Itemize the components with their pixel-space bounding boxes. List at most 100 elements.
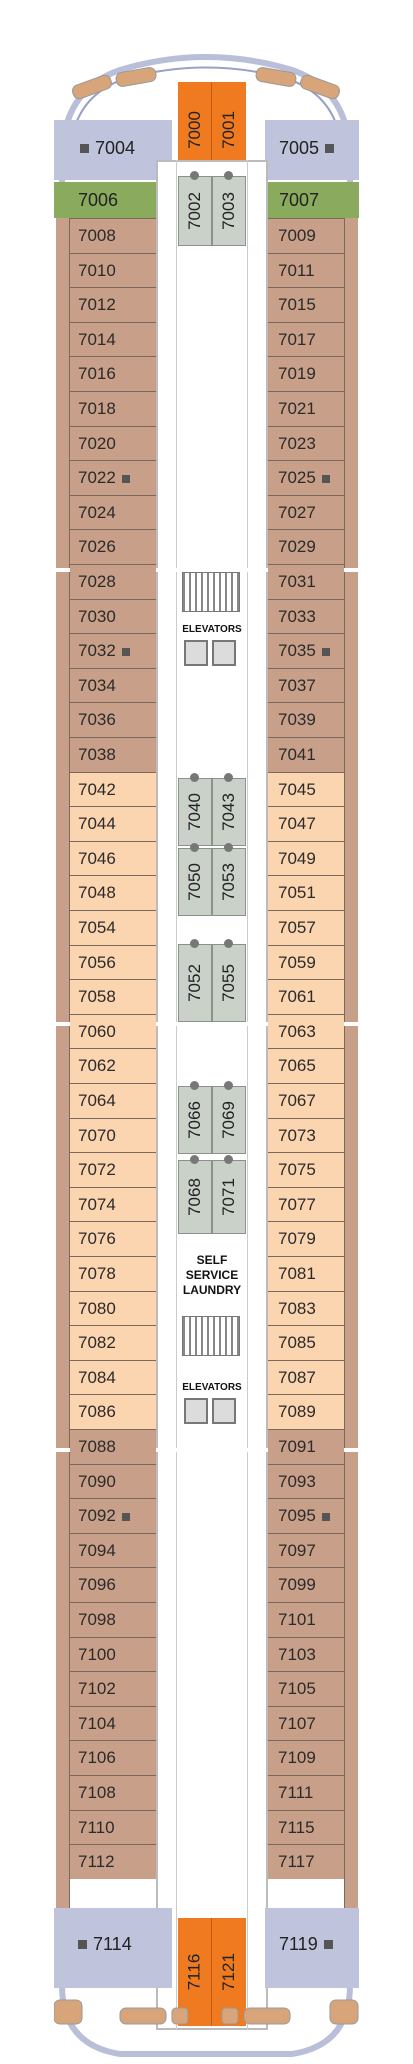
- cabin-7095[interactable]: 7095: [268, 1498, 344, 1533]
- cabin-7070[interactable]: 7070: [70, 1117, 156, 1153]
- cabin-7107[interactable]: 7107: [268, 1705, 344, 1741]
- cabin-7079[interactable]: 7079: [268, 1221, 344, 1256]
- cabin-7082[interactable]: 7082: [70, 1325, 156, 1360]
- cabin-7085[interactable]: 7085: [268, 1325, 344, 1360]
- cabin-7099[interactable]: 7099: [268, 1567, 344, 1602]
- cabin-7111[interactable]: 7111: [268, 1775, 344, 1810]
- cabin-7032[interactable]: 7032: [70, 633, 156, 668]
- suite-7006[interactable]: 7006: [54, 182, 172, 218]
- cabin-7046[interactable]: 7046: [70, 840, 156, 876]
- cabin-7010[interactable]: 7010: [70, 252, 156, 288]
- interior-cabin[interactable]: 7052: [178, 944, 212, 1022]
- cabin-7034[interactable]: 7034: [70, 667, 156, 703]
- cabin-7110[interactable]: 7110: [70, 1809, 156, 1845]
- cabin-7072[interactable]: 7072: [70, 1152, 156, 1187]
- interior-cabin[interactable]: 7043: [212, 778, 246, 846]
- cabin-7112[interactable]: 7112: [70, 1844, 156, 1879]
- cabin-7115[interactable]: 7115: [268, 1809, 344, 1845]
- cabin-7084[interactable]: 7084: [70, 1359, 156, 1395]
- cabin-7030[interactable]: 7030: [70, 598, 156, 634]
- cabin-7090[interactable]: 7090: [70, 1463, 156, 1499]
- cabin-7051[interactable]: 7051: [268, 875, 344, 910]
- cabin-7054[interactable]: 7054: [70, 910, 156, 945]
- cabin-7033[interactable]: 7033: [268, 598, 344, 634]
- cabin-7081[interactable]: 7081: [268, 1256, 344, 1291]
- cabin-7039[interactable]: 7039: [268, 702, 344, 737]
- cabin-7047[interactable]: 7047: [268, 806, 344, 841]
- cabin-7042[interactable]: 7042: [70, 771, 156, 807]
- cabin-7097[interactable]: 7097: [268, 1532, 344, 1568]
- cabin-7011[interactable]: 7011: [268, 252, 344, 288]
- cabin-7008[interactable]: 7008: [70, 218, 156, 253]
- cabin-7089[interactable]: 7089: [268, 1394, 344, 1429]
- cabin-7024[interactable]: 7024: [70, 494, 156, 530]
- cabin-7087[interactable]: 7087: [268, 1359, 344, 1395]
- cabin-7076[interactable]: 7076: [70, 1221, 156, 1256]
- cabin-7018[interactable]: 7018: [70, 391, 156, 426]
- suite-7005[interactable]: 7005: [265, 120, 359, 180]
- cabin-7109[interactable]: 7109: [268, 1740, 344, 1775]
- interior-cabin[interactable]: 7068: [178, 1160, 212, 1234]
- cabin-7060[interactable]: 7060: [70, 1013, 156, 1049]
- cabin-7038[interactable]: 7038: [70, 737, 156, 772]
- cabin-7088[interactable]: 7088: [70, 1429, 156, 1464]
- cabin-7108[interactable]: 7108: [70, 1775, 156, 1810]
- cabin-7103[interactable]: 7103: [268, 1636, 344, 1672]
- suite-7007[interactable]: 7007: [265, 182, 359, 218]
- cabin-7027[interactable]: 7027: [268, 494, 344, 530]
- cabin-7074[interactable]: 7074: [70, 1186, 156, 1222]
- cabin-7028[interactable]: 7028: [70, 564, 156, 599]
- cabin-7044[interactable]: 7044: [70, 806, 156, 841]
- suite-7004[interactable]: 7004: [54, 120, 172, 180]
- cabin-7102[interactable]: 7102: [70, 1671, 156, 1706]
- cabin-7093[interactable]: 7093: [268, 1463, 344, 1499]
- cabin-7092[interactable]: 7092: [70, 1498, 156, 1533]
- cabin-7014[interactable]: 7014: [70, 321, 156, 357]
- cabin-7061[interactable]: 7061: [268, 979, 344, 1014]
- cabin-7104[interactable]: 7104: [70, 1705, 156, 1741]
- interior-cabin[interactable]: 7055: [212, 944, 246, 1022]
- interior-cabin[interactable]: 7066: [178, 1086, 212, 1154]
- cabin-7031[interactable]: 7031: [268, 564, 344, 599]
- cabin-7012[interactable]: 7012: [70, 287, 156, 322]
- interior-cabin[interactable]: 7069: [212, 1086, 246, 1154]
- cabin-7105[interactable]: 7105: [268, 1671, 344, 1706]
- cabin-7019[interactable]: 7019: [268, 356, 344, 391]
- cabin-7022[interactable]: 7022: [70, 460, 156, 495]
- cabin-7029[interactable]: 7029: [268, 529, 344, 564]
- cabin-7117[interactable]: 7117: [268, 1844, 344, 1879]
- cabin-7020[interactable]: 7020: [70, 425, 156, 461]
- cabin-7086[interactable]: 7086: [70, 1394, 156, 1429]
- interior-cabin[interactable]: 7071: [212, 1160, 246, 1234]
- cabin-7100[interactable]: 7100: [70, 1636, 156, 1672]
- cabin-7078[interactable]: 7078: [70, 1256, 156, 1291]
- interior-cabin[interactable]: 7050: [178, 848, 212, 916]
- cabin-7035[interactable]: 7035: [268, 633, 344, 668]
- cabin-7016[interactable]: 7016: [70, 356, 156, 391]
- cabin-7098[interactable]: 7098: [70, 1602, 156, 1637]
- cabin-7059[interactable]: 7059: [268, 944, 344, 980]
- suite-7114[interactable]: 7114: [54, 1908, 172, 1988]
- cabin-7091[interactable]: 7091: [268, 1429, 344, 1464]
- cabin-7021[interactable]: 7021: [268, 391, 344, 426]
- cabin-7058[interactable]: 7058: [70, 979, 156, 1014]
- cabin-7057[interactable]: 7057: [268, 910, 344, 945]
- interior-cabin[interactable]: 7040: [178, 778, 212, 846]
- cabin-7015[interactable]: 7015: [268, 287, 344, 322]
- cabin-7080[interactable]: 7080: [70, 1290, 156, 1326]
- cabin-7096[interactable]: 7096: [70, 1567, 156, 1602]
- cabin-7048[interactable]: 7048: [70, 875, 156, 910]
- interior-cabin[interactable]: 7003: [212, 176, 246, 246]
- cabin-7073[interactable]: 7073: [268, 1117, 344, 1153]
- cabin-7106[interactable]: 7106: [70, 1740, 156, 1775]
- cabin-7045[interactable]: 7045: [268, 771, 344, 807]
- cabin-7064[interactable]: 7064: [70, 1083, 156, 1118]
- cabin-7037[interactable]: 7037: [268, 667, 344, 703]
- cabin-7062[interactable]: 7062: [70, 1048, 156, 1083]
- cabin-7036[interactable]: 7036: [70, 702, 156, 737]
- interior-cabin[interactable]: 7053: [212, 848, 246, 916]
- cabin-7063[interactable]: 7063: [268, 1013, 344, 1049]
- cabin-7049[interactable]: 7049: [268, 840, 344, 876]
- cabin-7094[interactable]: 7094: [70, 1532, 156, 1568]
- cabin-7025[interactable]: 7025: [268, 460, 344, 495]
